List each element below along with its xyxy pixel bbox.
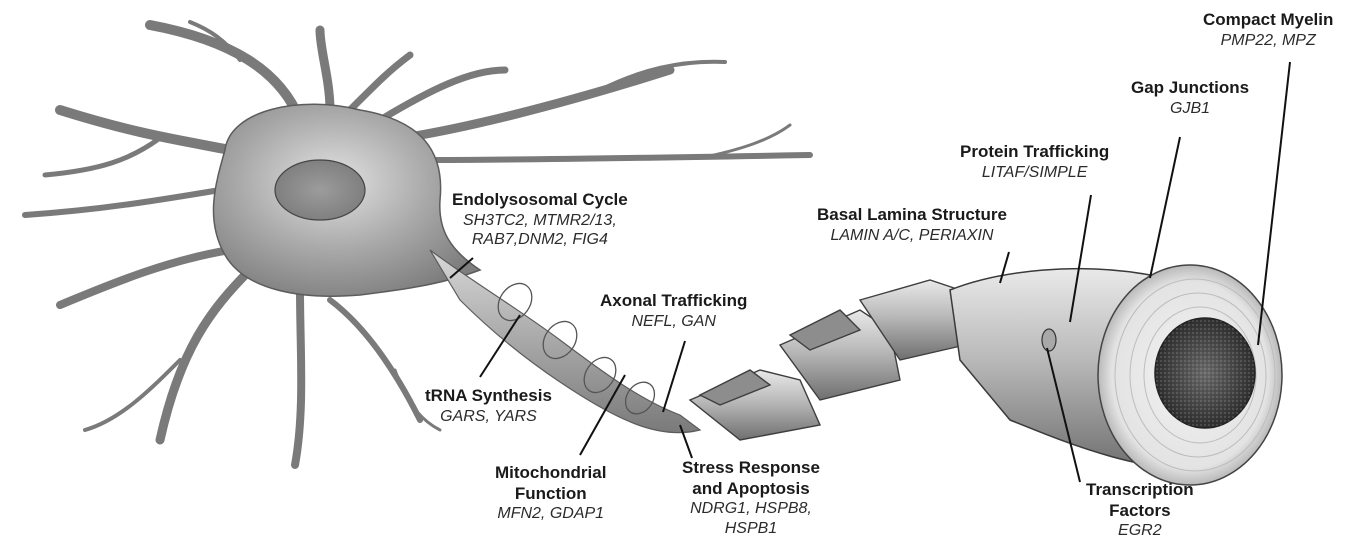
label-basal-lamina: Basal Lamina Structure LAMIN A/C, PERIAX…	[817, 205, 1007, 245]
schwann-nucleus	[1042, 329, 1056, 351]
axonal-trafficking-title: Axonal Trafficking	[600, 291, 747, 312]
label-compact-myelin: Compact Myelin PMP22, MPZ	[1203, 10, 1333, 50]
mitochondrial-title-1: Mitochondrial	[495, 463, 606, 484]
mitochondrial-genes: MFN2, GDAP1	[495, 504, 606, 524]
trna-title: tRNA Synthesis	[425, 386, 552, 407]
protein-trafficking-title: Protein Trafficking	[960, 142, 1109, 163]
stress-genes-2: HSPB1	[682, 519, 820, 539]
endolysosomal-title: Endolysosomal Cycle	[452, 190, 628, 211]
label-axonal-trafficking: Axonal Trafficking NEFL, GAN	[600, 291, 747, 331]
endolysosomal-genes-1: SH3TC2, MTMR2/13,	[452, 211, 628, 231]
compact-myelin-genes: PMP22, MPZ	[1203, 31, 1333, 51]
label-transcription-factors: Transcription Factors EGR2	[1086, 480, 1194, 541]
label-endolysosomal-cycle: Endolysosomal Cycle SH3TC2, MTMR2/13, RA…	[452, 190, 628, 250]
label-mitochondrial-function: Mitochondrial Function MFN2, GDAP1	[495, 463, 606, 524]
label-stress-response: Stress Response and Apoptosis NDRG1, HSP…	[682, 458, 820, 539]
gap-junctions-genes: GJB1	[1131, 99, 1249, 119]
label-gap-junctions: Gap Junctions GJB1	[1131, 78, 1249, 118]
nucleus	[275, 160, 365, 220]
basal-lamina-genes: LAMIN A/C, PERIAXIN	[817, 226, 1007, 246]
stress-genes-1: NDRG1, HSPB8,	[682, 499, 820, 519]
mitochondrial-title-2: Function	[495, 484, 606, 505]
label-protein-trafficking: Protein Trafficking LITAF/SIMPLE	[960, 142, 1109, 182]
basal-lamina-title: Basal Lamina Structure	[817, 205, 1007, 226]
transcription-title-2: Factors	[1086, 501, 1194, 522]
stress-title-2: and Apoptosis	[682, 479, 820, 500]
label-trna-synthesis: tRNA Synthesis GARS, YARS	[425, 386, 552, 426]
endolysosomal-genes-2: RAB7,DNM2, FIG4	[452, 230, 628, 250]
axonal-trafficking-genes: NEFL, GAN	[600, 312, 747, 332]
protein-trafficking-genes: LITAF/SIMPLE	[960, 163, 1109, 183]
transcription-title-1: Transcription	[1086, 480, 1194, 501]
compact-myelin-title: Compact Myelin	[1203, 10, 1333, 31]
transcription-genes: EGR2	[1086, 521, 1194, 541]
trna-genes: GARS, YARS	[425, 407, 552, 427]
stress-title-1: Stress Response	[682, 458, 820, 479]
gap-junctions-title: Gap Junctions	[1131, 78, 1249, 99]
